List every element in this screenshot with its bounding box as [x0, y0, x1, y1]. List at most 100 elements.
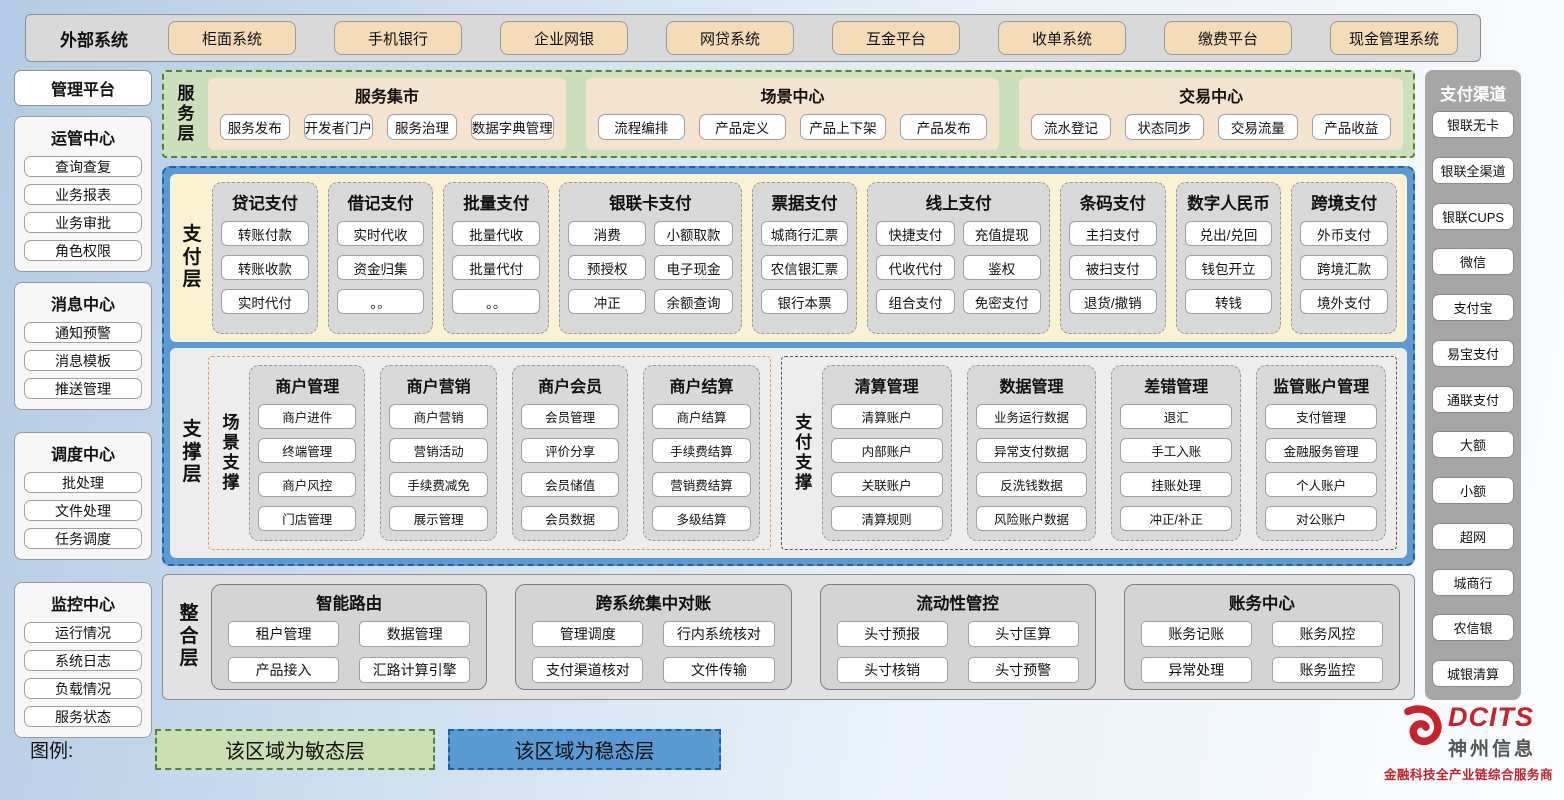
support-function-button[interactable]: 清算规则	[830, 506, 943, 531]
external-system-button[interactable]: 收单系统	[998, 21, 1126, 55]
channel-button[interactable]: 微信	[1432, 248, 1514, 276]
integration-function-button[interactable]: 头寸预报	[836, 621, 948, 647]
support-function-button[interactable]: 关联账户	[830, 472, 943, 497]
payment-function-button[interactable]: 转账付款	[221, 221, 309, 246]
management-item-button[interactable]: 运行情况	[24, 622, 142, 643]
external-system-button[interactable]: 互金平台	[832, 21, 960, 55]
external-system-button[interactable]: 企业网银	[500, 21, 628, 55]
support-function-button[interactable]: 展示管理	[389, 506, 488, 531]
payment-function-button[interactable]: 兑出/兑回	[1184, 221, 1273, 246]
management-item-button[interactable]: 服务状态	[24, 706, 142, 727]
payment-function-button[interactable]: 资金归集	[336, 255, 425, 280]
payment-function-button[interactable]: 小额取款	[654, 221, 733, 246]
channel-button[interactable]: 超网	[1432, 522, 1514, 550]
service-item-button[interactable]: 数据字典管理	[470, 114, 554, 140]
management-item-button[interactable]: 通知预警	[24, 322, 142, 343]
integration-function-button[interactable]: 产品接入	[228, 657, 340, 683]
support-function-button[interactable]: 商户进件	[258, 404, 357, 429]
channel-button[interactable]: 大额	[1432, 431, 1514, 459]
payment-function-button[interactable]: 组合支付	[876, 289, 955, 314]
channel-button[interactable]: 小额	[1432, 477, 1514, 504]
integration-function-button[interactable]: 管理调度	[532, 621, 644, 647]
channel-button[interactable]: 银联CUPS	[1432, 202, 1514, 230]
external-system-button[interactable]: 网贷系统	[666, 21, 794, 55]
service-item-button[interactable]: 状态同步	[1124, 114, 1205, 140]
support-function-button[interactable]: 挂账处理	[1120, 472, 1233, 497]
support-function-button[interactable]: 评价分享	[520, 438, 620, 463]
payment-function-button[interactable]: 银行本票	[760, 289, 849, 314]
integration-function-button[interactable]: 账务风控	[1271, 621, 1383, 647]
payment-function-button[interactable]: 实时代收	[336, 221, 425, 246]
external-system-button[interactable]: 缴费平台	[1164, 21, 1292, 55]
payment-function-button[interactable]: 城商行汇票	[760, 221, 849, 246]
management-item-button[interactable]: 系统日志	[24, 650, 142, 671]
payment-function-button[interactable]: 快捷支付	[876, 221, 955, 246]
support-function-button[interactable]: 营销活动	[389, 438, 488, 463]
service-item-button[interactable]: 产品定义	[698, 114, 786, 140]
support-function-button[interactable]: 会员数据	[520, 506, 620, 531]
support-function-button[interactable]: 门店管理	[258, 506, 357, 531]
management-item-button[interactable]: 任务调度	[24, 528, 142, 549]
service-item-button[interactable]: 流水登记	[1031, 114, 1111, 140]
support-function-button[interactable]: 会员储值	[520, 472, 620, 497]
channel-button[interactable]: 城银清算	[1432, 660, 1514, 687]
payment-function-button[interactable]: 。。	[336, 289, 425, 314]
payment-function-button[interactable]: 主扫支付	[1068, 221, 1157, 246]
management-item-button[interactable]: 业务报表	[24, 184, 142, 205]
integration-function-button[interactable]: 租户管理	[228, 621, 340, 647]
support-function-button[interactable]: 业务运行数据	[975, 404, 1088, 429]
integration-function-button[interactable]: 头寸匡算	[967, 621, 1079, 647]
payment-function-button[interactable]: 消费	[568, 221, 647, 246]
payment-function-button[interactable]: 农信银汇票	[760, 255, 849, 280]
support-function-button[interactable]: 个人账户	[1265, 472, 1378, 497]
integration-function-button[interactable]: 头寸核销	[836, 657, 948, 683]
support-function-button[interactable]: 会员管理	[520, 404, 620, 429]
management-item-button[interactable]: 负载情况	[24, 678, 142, 699]
support-function-button[interactable]: 手工入账	[1120, 438, 1233, 463]
service-item-button[interactable]: 服务治理	[387, 114, 457, 140]
management-item-button[interactable]: 查询查复	[24, 156, 142, 177]
support-function-button[interactable]: 商户结算	[652, 404, 751, 429]
payment-function-button[interactable]: 鉴权	[962, 255, 1041, 280]
support-function-button[interactable]: 内部账户	[830, 438, 943, 463]
support-function-button[interactable]: 金融服务管理	[1265, 438, 1378, 463]
management-item-button[interactable]: 角色权限	[24, 240, 142, 261]
integration-function-button[interactable]: 账务记账	[1140, 621, 1252, 647]
support-function-button[interactable]: 手续费减免	[389, 472, 488, 497]
service-item-button[interactable]: 流程编排	[597, 114, 685, 140]
support-function-button[interactable]: 退汇	[1120, 404, 1233, 429]
management-item-button[interactable]: 消息模板	[24, 350, 142, 371]
payment-function-button[interactable]: 电子现金	[654, 255, 733, 280]
payment-function-button[interactable]: 钱包开立	[1184, 255, 1273, 280]
payment-function-button[interactable]: 转钱	[1184, 289, 1273, 314]
channel-button[interactable]: 农信银	[1432, 614, 1514, 642]
support-function-button[interactable]: 商户营销	[389, 404, 488, 429]
management-item-button[interactable]: 文件处理	[24, 500, 142, 521]
service-item-button[interactable]: 开发者门户	[303, 114, 374, 140]
integration-function-button[interactable]: 汇路计算引擎	[359, 657, 471, 683]
service-item-button[interactable]: 产品上下架	[799, 114, 887, 140]
channel-button[interactable]: 易宝支付	[1432, 339, 1514, 367]
integration-function-button[interactable]: 支付渠道核对	[532, 657, 644, 683]
channel-button[interactable]: 通联支付	[1432, 385, 1514, 413]
payment-function-button[interactable]: 被扫支付	[1068, 255, 1157, 280]
integration-function-button[interactable]: 异常处理	[1140, 657, 1252, 683]
payment-function-button[interactable]: 境外支付	[1300, 289, 1389, 314]
payment-function-button[interactable]: 冲正	[568, 289, 647, 314]
support-function-button[interactable]: 异常支付数据	[975, 438, 1088, 463]
external-system-button[interactable]: 柜面系统	[168, 21, 296, 55]
management-item-button[interactable]: 批处理	[24, 472, 142, 493]
payment-function-button[interactable]: 外币支付	[1300, 221, 1389, 246]
support-function-button[interactable]: 多级结算	[652, 506, 751, 531]
payment-function-button[interactable]: 。。	[452, 289, 541, 314]
support-function-button[interactable]: 手续费结算	[652, 438, 751, 463]
service-item-button[interactable]: 产品收益	[1311, 114, 1391, 140]
payment-function-button[interactable]: 转账收款	[221, 255, 309, 280]
payment-function-button[interactable]: 批量代收	[452, 221, 541, 246]
support-function-button[interactable]: 清算账户	[830, 404, 943, 429]
support-function-button[interactable]: 支付管理	[1265, 404, 1378, 429]
support-function-button[interactable]: 冲正/补正	[1120, 506, 1233, 531]
service-item-button[interactable]: 交易流量	[1218, 114, 1298, 140]
support-function-button[interactable]: 终端管理	[258, 438, 357, 463]
integration-function-button[interactable]: 数据管理	[359, 621, 471, 647]
